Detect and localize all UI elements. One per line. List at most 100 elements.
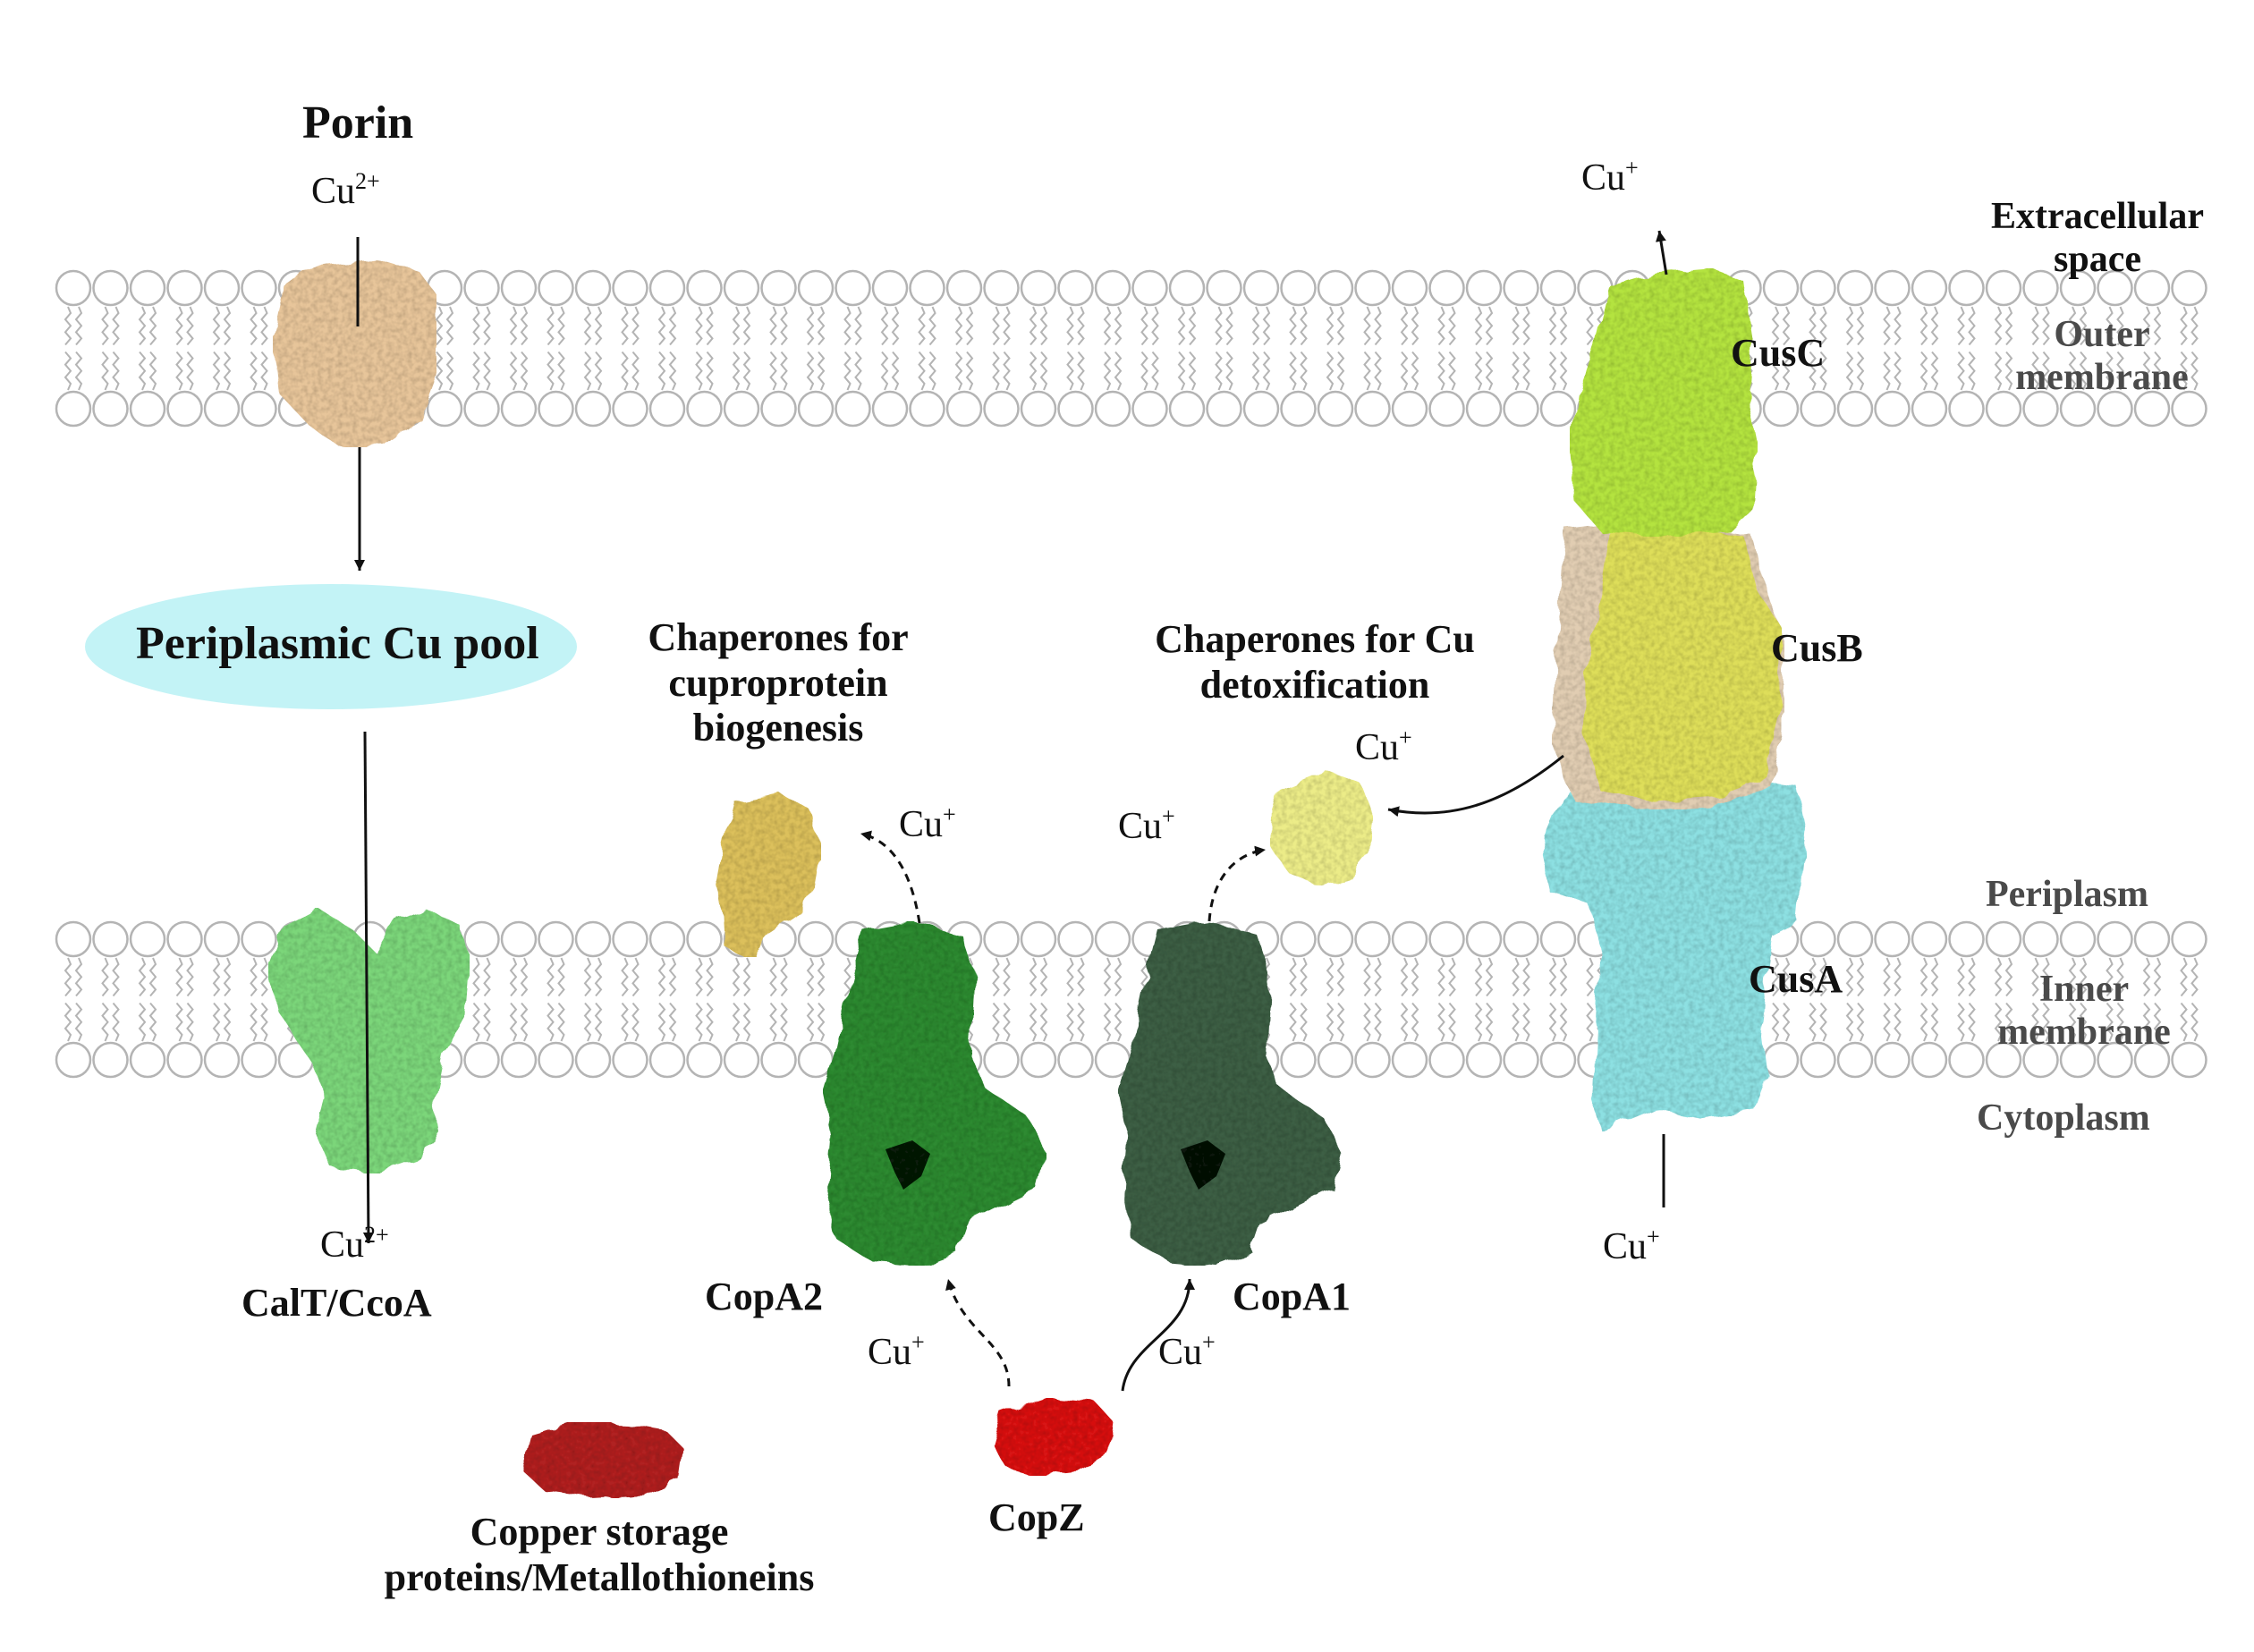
lipid-head bbox=[1317, 920, 1354, 958]
lipid-tail bbox=[2116, 351, 2124, 391]
lipid-tail bbox=[2068, 351, 2077, 391]
lipid-head bbox=[1911, 920, 1948, 958]
lipid-tail bbox=[1114, 351, 1123, 391]
lipid-head bbox=[1948, 920, 1985, 958]
lipid-tail bbox=[742, 351, 751, 391]
lipid-tail bbox=[806, 351, 815, 391]
lipid-head bbox=[2097, 920, 2133, 958]
cusa-protein bbox=[1538, 778, 1807, 1131]
lipid-head bbox=[1168, 390, 1206, 428]
lipid-tail bbox=[1548, 1002, 1557, 1042]
lipid-tail bbox=[1845, 351, 1854, 391]
lipid-head bbox=[1911, 390, 1948, 428]
lipid-tail bbox=[1077, 306, 1085, 346]
lipid-tail bbox=[260, 1002, 268, 1042]
lipid-tail bbox=[1548, 306, 1557, 346]
lipid-tail bbox=[1400, 351, 1409, 391]
lipid-tail bbox=[1957, 1002, 1965, 1042]
lipid-tail bbox=[1994, 306, 2003, 346]
lipid-head bbox=[1874, 390, 1911, 428]
lipid-tail bbox=[1771, 957, 1780, 997]
lipid-head bbox=[1317, 390, 1354, 428]
lipid-head bbox=[500, 269, 538, 307]
lipid-tail bbox=[2068, 1002, 2077, 1042]
lipid-tail bbox=[1559, 1002, 1568, 1042]
lipid-tail bbox=[668, 1002, 677, 1042]
cu-plus-label-cytoplasm: Cu+ bbox=[1603, 1223, 1660, 1267]
lipid-head bbox=[1391, 1041, 1428, 1079]
copper-storage-label: Copper storage proteins/Metallothioneins bbox=[318, 1510, 881, 1600]
lipid-head bbox=[500, 1041, 538, 1079]
lipid-tail bbox=[1262, 351, 1271, 391]
lipid-head bbox=[203, 920, 241, 958]
lipid-tail bbox=[1883, 957, 1891, 997]
lipid-head bbox=[1800, 269, 1836, 307]
lipid-head bbox=[1280, 1041, 1317, 1079]
lipid-head bbox=[463, 920, 500, 958]
lipid-tail bbox=[435, 306, 444, 346]
lipid-tail bbox=[223, 351, 232, 391]
lipid-tail bbox=[1363, 351, 1371, 391]
lipid-tail bbox=[817, 306, 826, 346]
lipid-tail bbox=[1140, 351, 1148, 391]
lipid-tail bbox=[2106, 1002, 2114, 1042]
lipid-head bbox=[648, 1041, 686, 1079]
extracellular-line2: space bbox=[2054, 239, 2141, 281]
lipid-tail bbox=[1845, 306, 1854, 346]
lipid-tail bbox=[472, 1002, 480, 1042]
lipid-head bbox=[648, 269, 686, 307]
lipid-tail bbox=[2079, 957, 2088, 997]
lipid-head bbox=[797, 390, 835, 428]
lipid-head bbox=[1836, 269, 1874, 307]
lipid-head bbox=[945, 390, 983, 428]
lipid-tail bbox=[843, 351, 852, 391]
lipid-tail bbox=[1336, 957, 1345, 997]
lipid-head bbox=[55, 1041, 92, 1079]
lipid-tail bbox=[1114, 306, 1123, 346]
lipid-head bbox=[92, 390, 129, 428]
lipid-head bbox=[723, 269, 760, 307]
lipid-tail bbox=[1586, 957, 1594, 997]
lipid-tail bbox=[472, 957, 480, 997]
lipid-tail bbox=[1771, 351, 1780, 391]
lipid-tail bbox=[1003, 1002, 1011, 1042]
lipid-tail bbox=[1485, 1002, 1494, 1042]
lipid-head bbox=[129, 1041, 166, 1079]
lipid-tail bbox=[1363, 1002, 1371, 1042]
lipid-tail bbox=[1919, 351, 1928, 391]
lipid-head bbox=[1428, 1041, 1465, 1079]
lipid-tail bbox=[250, 957, 258, 997]
lipid-tail bbox=[1845, 957, 1854, 997]
lipid-head bbox=[612, 269, 648, 307]
lipid-head bbox=[55, 390, 92, 428]
lipid-tail bbox=[1856, 1002, 1865, 1042]
lipid-head bbox=[1539, 269, 1577, 307]
lipid-tail bbox=[854, 351, 862, 391]
lipid-tail bbox=[780, 1002, 788, 1042]
lipid-head bbox=[1874, 920, 1911, 958]
lipid-tail bbox=[1251, 306, 1260, 346]
lipid-tail bbox=[2079, 1002, 2088, 1042]
lipid-head bbox=[538, 920, 574, 958]
lipid-tail bbox=[1336, 1002, 1345, 1042]
lipid-head bbox=[574, 920, 612, 958]
lipid-tail bbox=[742, 1002, 751, 1042]
lipid-tail bbox=[2068, 306, 2077, 346]
lipid-tail bbox=[1512, 957, 1520, 997]
lipid-tail bbox=[928, 351, 936, 391]
lipid-head bbox=[983, 920, 1020, 958]
lipid-head bbox=[166, 390, 203, 428]
lipid-head bbox=[1503, 1041, 1539, 1079]
lipid-tail bbox=[2042, 957, 2050, 997]
lipid-head bbox=[1020, 920, 1057, 958]
lipid-tail bbox=[621, 351, 629, 391]
inner-membrane-label: Inner membrane bbox=[1959, 968, 2209, 1055]
lipid-head bbox=[1874, 1041, 1911, 1079]
lipid-tail bbox=[583, 351, 592, 391]
lipid-head bbox=[686, 390, 723, 428]
lipid-tail bbox=[2190, 351, 2199, 391]
cusc-protein bbox=[1570, 268, 1758, 537]
lipid-head bbox=[1985, 390, 2022, 428]
lipid-tail bbox=[1930, 306, 1939, 346]
lipid-tail bbox=[2142, 351, 2151, 391]
